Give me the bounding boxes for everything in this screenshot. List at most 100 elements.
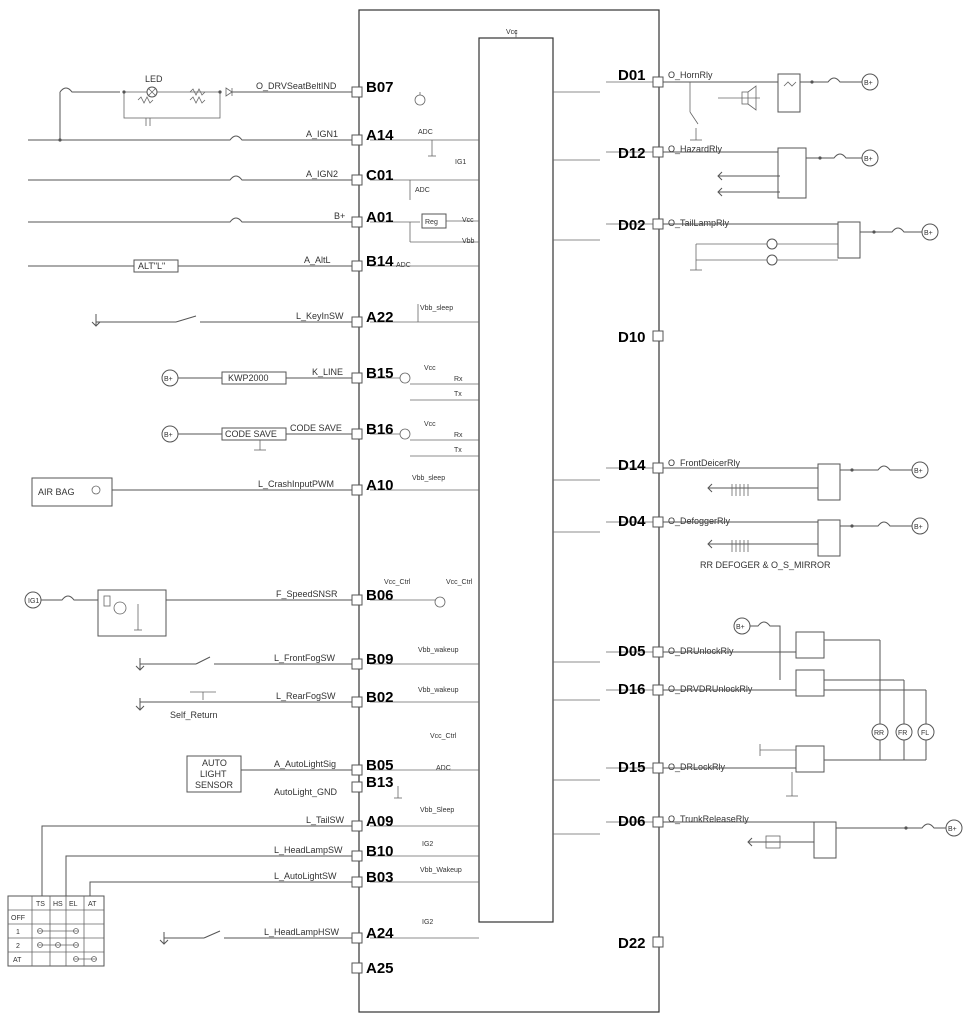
left-pin-a10: L_CrashInputPWM A10 [258,477,394,496]
svg-text:B03: B03 [366,869,394,886]
right-pin-d15: D15 O_DRLockRly [618,759,726,776]
svg-text:Vbb_sleep: Vbb_sleep [412,475,445,482]
svg-text:F_SpeedSNSR: F_SpeedSNSR [276,589,338,599]
svg-text:B+: B+ [334,211,345,221]
left-pin-a22: L_KeyInSW A22 [296,309,394,328]
air-bag-circuit: AIR BAG [31,477,352,507]
right-pin-d01: D01 O_HornRly [618,67,713,88]
svg-text:D22: D22 [618,935,646,952]
svg-text:B+: B+ [948,826,957,833]
svg-text:D01: D01 [618,67,646,84]
left-pin-b03: L_AutoLightSW B03 [274,869,394,888]
svg-text:CODE SAVE: CODE SAVE [290,423,342,433]
tail-lamp-relay-circuit: B+ [663,221,939,271]
svg-text:AutoLight_GND: AutoLight_GND [274,787,338,797]
svg-text:Vbb_Sleep: Vbb_Sleep [420,807,454,814]
right-pin-d02: D02 O_TailLampRly [618,217,730,234]
svg-text:OFF: OFF [11,915,25,922]
svg-text:Vcc_Ctrl: Vcc_Ctrl [430,733,457,740]
svg-text:Vbb: Vbb [462,238,475,245]
svg-text:IG2: IG2 [422,919,433,926]
front-deicer-relay-circuit: B+ [663,461,929,501]
svg-text:KWP2000: KWP2000 [228,373,269,383]
svg-text:B+: B+ [914,468,923,475]
left-pin-b05: A_AutoLightSig B05 [274,757,394,776]
svg-text:ADC: ADC [415,187,430,194]
svg-text:B02: B02 [366,689,394,706]
svg-text:D14: D14 [618,457,646,474]
self-return-label: Self_Return [170,710,218,720]
svg-text:B+: B+ [864,80,873,87]
svg-text:B+: B+ [924,230,933,237]
left-pin-c01: A_IGN2 C01 [306,167,394,186]
seat-belt-indicator-circuit: LED [28,74,352,142]
svg-text:O_HazardRly: O_HazardRly [668,144,723,154]
left-pin-b07: O_DRVSeatBeltIND B07 [256,79,394,98]
svg-text:D04: D04 [618,513,646,530]
svg-text:Rx: Rx [454,376,463,383]
svg-text:A25: A25 [366,960,394,977]
ic-vcc-label: Vcc [506,29,518,36]
svg-text:L_HeadLampSW: L_HeadLampSW [274,845,343,855]
svg-text:B10: B10 [366,843,394,860]
left-pin-b10: L_HeadLampSW B10 [274,843,394,862]
svg-text:IG2: IG2 [422,841,433,848]
speed-sensor-circuit: IG1 [24,589,352,637]
horn-relay-circuit: B+ [663,73,879,141]
svg-text:B+: B+ [164,376,173,383]
bplus-icon [945,819,963,837]
front-fog-switch-circuit [135,656,352,671]
left-pin-b13: AutoLight_GND B13 [274,774,394,797]
svg-text:Vbb_Wakeup: Vbb_Wakeup [420,867,462,874]
bplus-icon [861,73,879,91]
svg-text:HS: HS [53,901,63,908]
svg-text:A09: A09 [366,813,394,830]
svg-text:A_AltL: A_AltL [304,255,331,265]
svg-text:D15: D15 [618,759,646,776]
svg-text:B16: B16 [366,421,394,438]
svg-text:B13: B13 [366,774,394,791]
right-pin-d10: D10 [618,329,664,346]
module-frame [358,9,660,1013]
left-pin-a25: A25 [351,960,394,977]
svg-text:Vbb_sleep: Vbb_sleep [420,305,453,312]
svg-text:A14: A14 [366,127,394,144]
svg-text:Tx: Tx [454,447,462,454]
svg-text:ALT"L": ALT"L" [138,261,165,271]
right-pin-d06: D06 O_TrunkReleaseRly [618,813,749,830]
svg-text:L_RearFogSW: L_RearFogSW [276,691,336,701]
hazard-relay-circuit: B+ [663,147,879,199]
svg-text:A01: A01 [366,209,394,226]
svg-text:B09: B09 [366,651,394,668]
svg-text:Vcc_Ctrl: Vcc_Ctrl [384,579,411,586]
bplus-icon [921,223,939,241]
svg-text:L_HeadLampHSW: L_HeadLampHSW [264,927,340,937]
svg-text:IG1: IG1 [455,159,466,166]
svg-text:B15: B15 [366,365,394,382]
svg-text:D06: D06 [618,813,646,830]
left-pin-b02: L_RearFogSW B02 [276,689,394,708]
svg-text:B14: B14 [366,253,394,270]
svg-text:O_FrontDeicerRly: O_FrontDeicerRly [668,458,741,468]
right-pin-d16: D16 O_DRVDRUnlockRly [618,681,753,698]
light-switch-table: TS HS EL AT OFF 1 2 AT [7,895,105,967]
internal-ic [478,37,554,923]
svg-text:D02: D02 [618,217,646,234]
bplus-icon [911,517,929,535]
svg-text:B05: B05 [366,757,394,774]
svg-text:LIGHT: LIGHT [200,769,227,779]
svg-text:O_DRVSeatBeltIND: O_DRVSeatBeltIND [256,81,337,91]
svg-text:A_IGN2: A_IGN2 [306,169,338,179]
svg-text:A_IGN1: A_IGN1 [306,129,338,139]
svg-text:Vcc: Vcc [424,365,436,372]
svg-text:Vbb_wakeup: Vbb_wakeup [418,687,459,694]
svg-text:C01: C01 [366,167,394,184]
svg-text:A22: A22 [366,309,394,326]
svg-text:FL: FL [921,730,929,737]
key-in-switch-circuit [91,314,352,327]
rr-defogger-label: RR DEFOGER & O_S_MIRROR [700,560,831,570]
bplus-icon [911,461,929,479]
svg-text:O_TailLampRly: O_TailLampRly [668,218,730,228]
left-pin-b15: K_LINE B15 [312,365,394,384]
left-pin-b06: F_SpeedSNSR B06 [276,587,394,606]
